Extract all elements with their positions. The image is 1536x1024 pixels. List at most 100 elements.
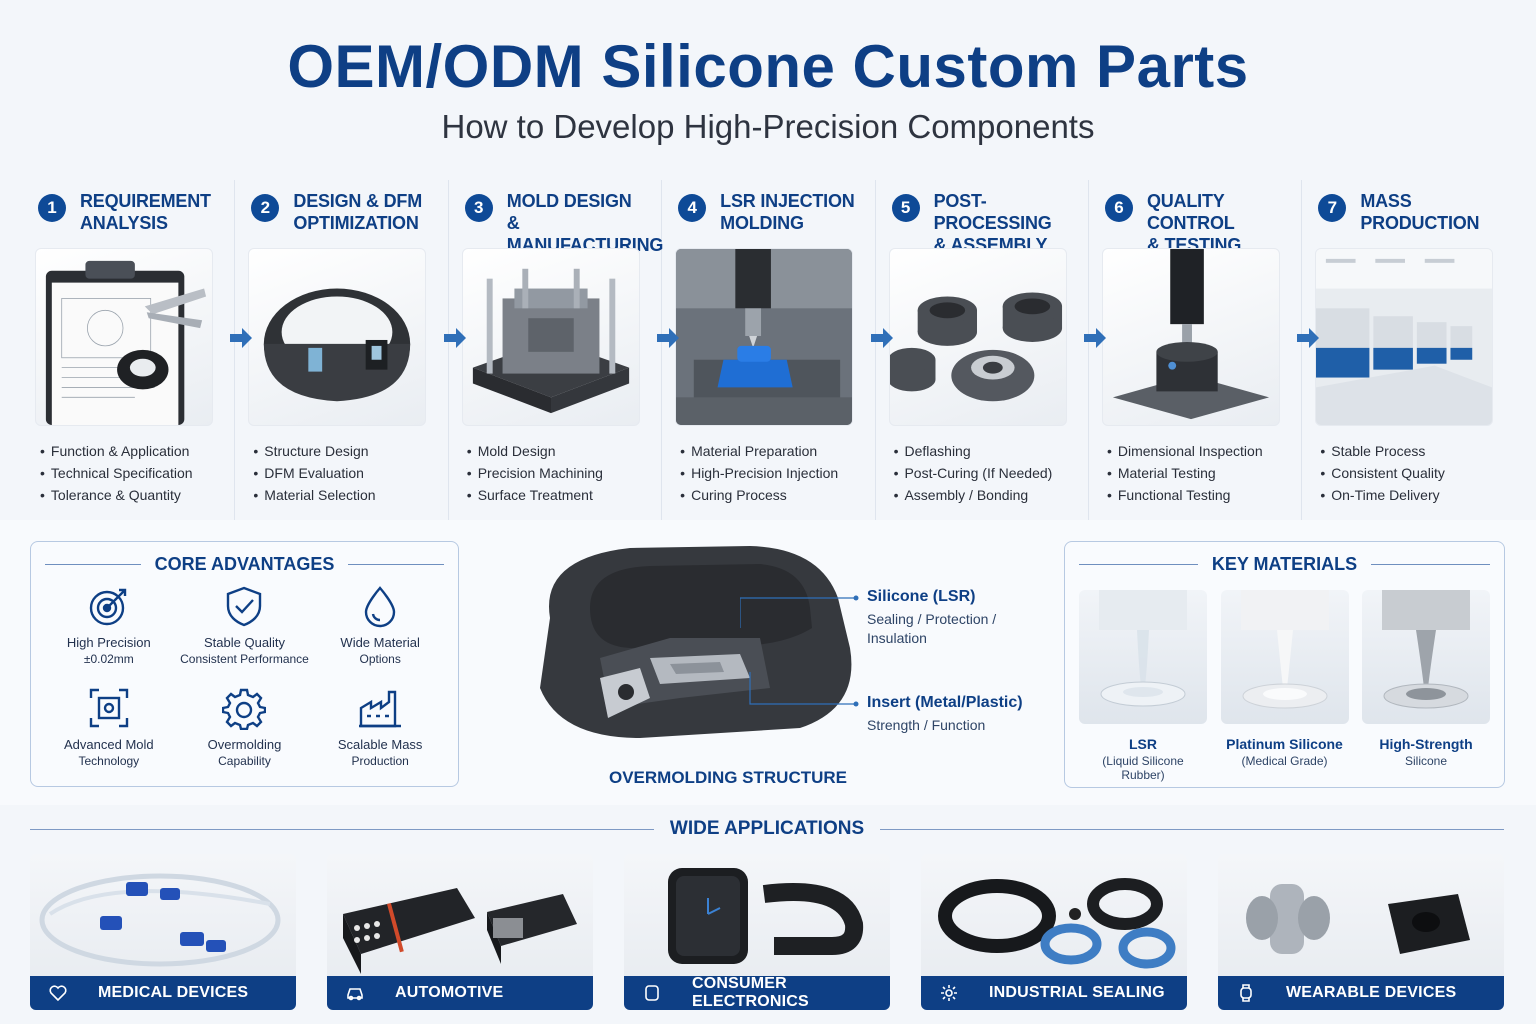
advantage-sub: Production bbox=[351, 754, 409, 768]
step-checklist: Mold Design Precision Machining Surface … bbox=[467, 440, 603, 506]
advantage-title: Advanced Mold bbox=[64, 737, 154, 752]
advantage-sub: Capability bbox=[218, 754, 271, 768]
list-item: Material Preparation bbox=[680, 440, 838, 462]
seal-rings-image bbox=[921, 854, 1187, 976]
list-item: Material Testing bbox=[1107, 462, 1263, 484]
step-lsr-injection: 4 LSR INJECTION MOLDING Material Preparat… bbox=[662, 180, 893, 520]
list-item: Deflashing bbox=[894, 440, 1053, 462]
automotive-connector-image bbox=[327, 854, 593, 976]
application-card-wearable-devices: WEARABLE DEVICES bbox=[1218, 854, 1504, 1010]
list-item: Mold Design bbox=[467, 440, 603, 462]
callout-lines bbox=[740, 595, 859, 707]
shield-check-icon bbox=[227, 586, 262, 627]
core-advantages-panel: CORE ADVANTAGES High Precision ±0.02mm S… bbox=[30, 541, 459, 787]
step-number: 1 bbox=[38, 194, 66, 222]
insert-sub: Strength / Function bbox=[867, 717, 986, 733]
list-item: Post-Curing (If Needed) bbox=[894, 462, 1052, 484]
silicone-sub: Sealing / Protection / Insulation bbox=[867, 611, 997, 646]
application-label: WEARABLE DEVICES bbox=[1286, 984, 1457, 1001]
advantage-item: Stable Quality Consistent Performance bbox=[177, 584, 313, 672]
advantage-item: Overmolding Capability bbox=[177, 686, 313, 774]
advantage-item: Wide Material Options bbox=[312, 584, 448, 672]
material-item: High-Strength Silicone bbox=[1362, 590, 1490, 782]
material-item: Platinum Silicone (Medical Grade) bbox=[1220, 590, 1349, 782]
material-sub: (Liquid Silicone Rubber) bbox=[1102, 754, 1184, 782]
cutaway-part-image bbox=[248, 248, 427, 426]
material-title: LSR bbox=[1129, 736, 1157, 752]
middle-section: CORE ADVANTAGES High Precision ±0.02mm S… bbox=[0, 520, 1536, 805]
advantage-title: Scalable Mass bbox=[337, 737, 423, 752]
device-icon bbox=[645, 985, 659, 1001]
gear-icon bbox=[941, 985, 957, 1001]
finished-parts-image bbox=[888, 248, 1067, 426]
droplet-icon bbox=[364, 586, 396, 628]
step-number: 2 bbox=[251, 194, 280, 222]
medical-tubing-image bbox=[30, 854, 296, 976]
mold-image bbox=[461, 248, 640, 426]
list-item: Consistent Quality bbox=[1320, 462, 1445, 484]
step-mass-production: 7 MASS PRODUCTION Stable Process Consiste… bbox=[1302, 180, 1515, 520]
wearable-parts-image bbox=[1218, 854, 1504, 976]
car-icon bbox=[347, 988, 363, 1001]
material-title: High-Strength bbox=[1379, 736, 1473, 752]
overmolding-part-image bbox=[540, 546, 852, 738]
application-label: AUTOMOTIVE bbox=[395, 984, 504, 1001]
key-materials-panel: KEY MATERIALS LSR (Liquid Silicone Rubbe… bbox=[1064, 541, 1505, 788]
step-title: MOLD DESIGN & MANUFACTURING bbox=[506, 191, 664, 255]
list-item: Assembly / Bonding bbox=[894, 484, 1053, 506]
step-number: 4 bbox=[678, 194, 707, 222]
heart-icon bbox=[49, 985, 67, 1002]
list-item: Curing Process bbox=[680, 484, 838, 506]
arrow-right-icon bbox=[443, 328, 466, 348]
list-item: Precision Machining bbox=[467, 462, 603, 484]
application-card-automotive: AUTOMOTIVE bbox=[327, 854, 593, 1010]
watch-icon bbox=[1240, 984, 1252, 1002]
factory-icon bbox=[359, 690, 402, 728]
advantage-title: High Precision bbox=[66, 635, 151, 650]
step-checklist: Stable Process Consistent Quality On-Tim… bbox=[1320, 440, 1445, 506]
material-title: Platinum Silicone bbox=[1226, 736, 1343, 752]
platinum-silicone-image bbox=[1220, 590, 1349, 724]
advantage-title: Stable Quality bbox=[204, 635, 285, 650]
list-item: Surface Treatment bbox=[467, 484, 603, 506]
silicone-callout: Silicone (LSR) Sealing / Protection / In… bbox=[867, 588, 1057, 648]
application-card-industrial-sealing: INDUSTRIAL SEALING bbox=[921, 854, 1187, 1010]
target-icon bbox=[89, 588, 127, 626]
advantage-sub: Technology bbox=[78, 754, 140, 768]
step-title: DESIGN & DFM OPTIMIZATION bbox=[293, 191, 422, 233]
material-sub: Silicone bbox=[1404, 754, 1448, 768]
list-item: Dimensional Inspection bbox=[1107, 440, 1263, 462]
material-sub: (Medical Grade) bbox=[1241, 754, 1328, 768]
step-number: 7 bbox=[1318, 194, 1347, 222]
list-item: Structure Design bbox=[253, 440, 375, 462]
advantage-sub: ±0.02mm bbox=[83, 652, 134, 666]
application-label: MEDICAL DEVICES bbox=[98, 984, 249, 1001]
step-number: 3 bbox=[464, 194, 493, 222]
step-checklist: Function & Application Technical Specifi… bbox=[40, 440, 193, 506]
list-item: High-Precision Injection bbox=[680, 462, 838, 484]
injection-machine-image bbox=[675, 248, 854, 426]
silicone-label: Silicone (LSR) bbox=[867, 588, 976, 605]
list-item: Functional Testing bbox=[1107, 484, 1263, 506]
step-title: REQUIREMENT ANALYSIS bbox=[80, 191, 211, 233]
step-title: QUALITY CONTROL & TESTING bbox=[1146, 191, 1242, 255]
step-title: MASS PRODUCTION bbox=[1360, 191, 1480, 233]
arrow-right-icon bbox=[657, 328, 680, 348]
advantage-item: Scalable Mass Production bbox=[312, 686, 448, 774]
advantage-item: Advanced Mold Technology bbox=[41, 686, 177, 774]
lsr-pour-image bbox=[1079, 590, 1207, 724]
application-card-consumer-electronics: CONSUMER ELECTRONICS bbox=[624, 854, 890, 1010]
step-title: LSR INJECTION MOLDING bbox=[720, 191, 855, 233]
advantage-title: Overmolding bbox=[207, 737, 282, 752]
advantage-sub: Consistent Performance bbox=[180, 652, 309, 666]
list-item: On-Time Delivery bbox=[1320, 484, 1445, 506]
arrow-right-icon bbox=[870, 328, 893, 348]
clipboard-drawing-image bbox=[35, 248, 213, 426]
arrow-right-icon bbox=[1297, 328, 1320, 348]
smartwatch-image bbox=[624, 854, 890, 976]
list-item: Stable Process bbox=[1320, 440, 1445, 462]
step-checklist: Structure Design DFM Evaluation Material… bbox=[253, 440, 375, 506]
structure-caption: OVERMOLDING STRUCTURE bbox=[609, 768, 847, 787]
